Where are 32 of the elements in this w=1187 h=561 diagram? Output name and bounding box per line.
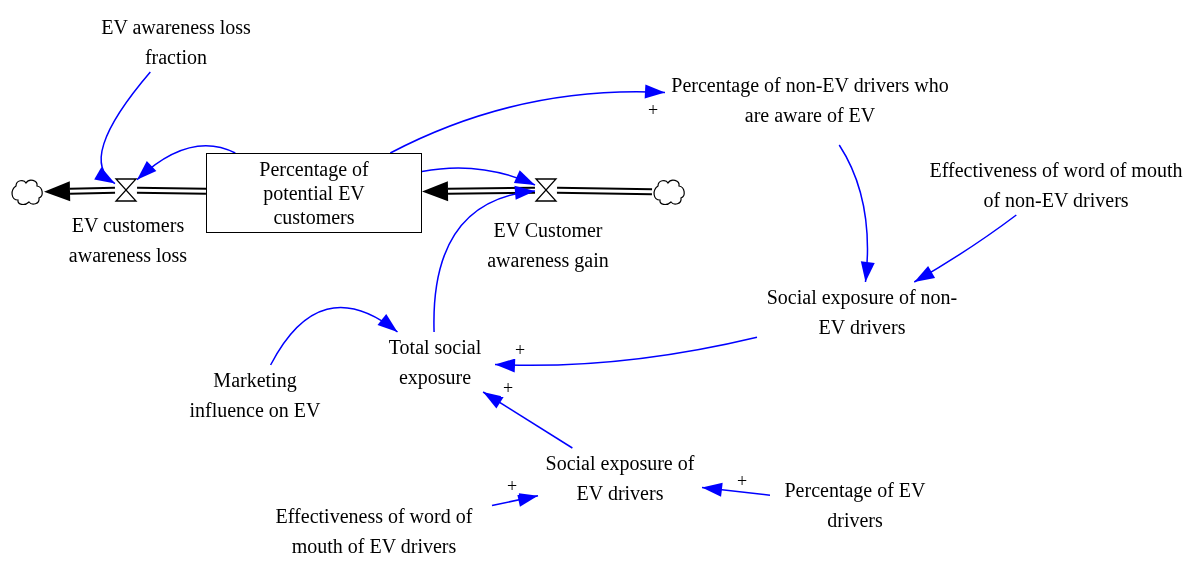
flow-pipe	[556, 186, 653, 196]
link-arrow	[838, 144, 875, 283]
variable-label: Percentage of EV drivers	[770, 475, 940, 535]
cloud-symbol	[10, 178, 44, 206]
link-arrow	[433, 186, 536, 333]
flow-pipe	[422, 181, 536, 202]
link-arrow	[491, 493, 539, 507]
link-arrow	[269, 306, 399, 366]
variable-label: Effectiveness of word of mouth of EV drivers	[256, 503, 492, 559]
variable-label: Effectiveness of word of mouth of non-EV drivers	[928, 155, 1184, 215]
flow-pipe	[44, 181, 116, 202]
stock-box: Percentage of potential EV customers	[206, 153, 422, 233]
link-arrow	[494, 336, 758, 373]
link-arrow	[94, 71, 152, 185]
link-arrow	[421, 167, 536, 186]
variable-label: Social exposure of EV drivers	[538, 448, 702, 508]
flow-label: EV customers awareness loss	[67, 213, 189, 268]
variable-label: Marketing influence on EV	[180, 365, 330, 425]
flow-valve	[115, 178, 137, 202]
variable-label: EV awareness loss fraction	[81, 12, 271, 72]
flow-pipe	[136, 186, 207, 195]
link-arrow	[136, 145, 236, 181]
link-arrow	[701, 482, 771, 497]
link-arrow	[913, 214, 1018, 283]
link-arrow	[389, 84, 666, 154]
link-arrow	[482, 391, 574, 449]
flow-valve	[535, 178, 557, 202]
cloud-symbol	[652, 178, 686, 206]
variable-label: Total social exposure	[375, 332, 495, 392]
variable-label: Percentage of non-EV drivers who are aware of EV	[665, 55, 955, 145]
flow-label: EV Customer awareness gain	[486, 218, 610, 274]
variable-label: Social exposure of non-EV drivers	[757, 282, 967, 342]
